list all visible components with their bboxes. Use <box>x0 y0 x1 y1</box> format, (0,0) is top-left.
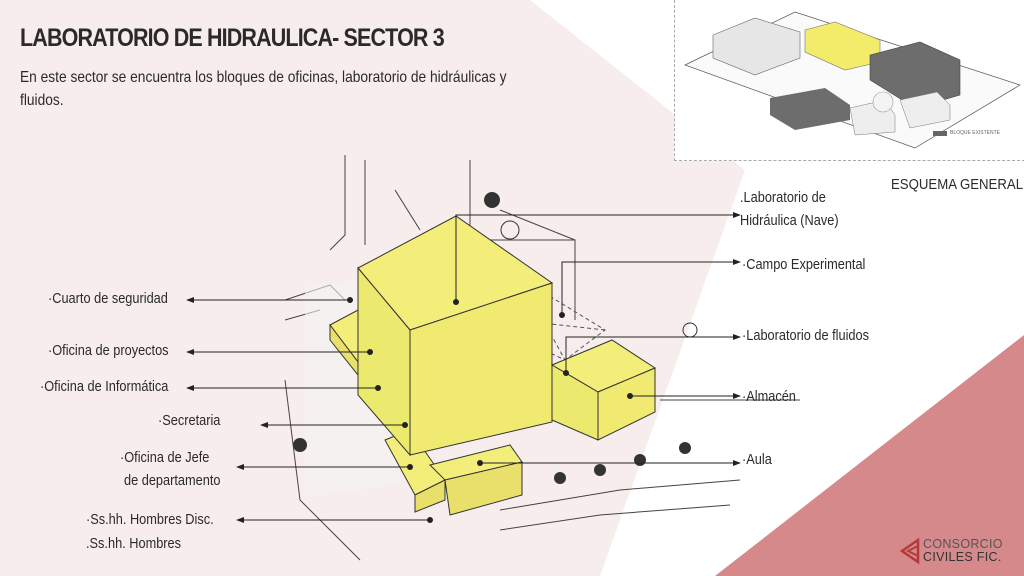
schema-legend: BLOQUE EXISTENTE <box>933 130 1000 136</box>
logo-mark-icon <box>899 538 920 564</box>
legend-label: BLOQUE EXISTENTE <box>950 130 1001 136</box>
label-oficina-jefe-line1: ·Oficina de Jefe <box>120 450 210 466</box>
logo-text-line2: CIVILES FIC. <box>923 550 1002 564</box>
label-sshh-hombres: .Ss.hh. Hombres <box>86 536 182 552</box>
label-almacen: ·Almacén <box>742 389 796 405</box>
schema-caption: ESQUEMA GENERAL <box>891 176 1024 193</box>
campus-isometric-sketch <box>684 11 1021 149</box>
label-campo-experimental: ·Campo Experimental <box>742 257 866 273</box>
label-aula: ·Aula <box>742 452 772 468</box>
label-laboratorio-hidraulica-line2: Hidráulica (Nave) <box>740 213 839 229</box>
label-cuarto-seguridad: ·Cuarto de seguridad <box>48 291 168 307</box>
arrowheads <box>186 212 741 523</box>
page-description: En este sector se encuentra los bloques … <box>20 69 507 109</box>
label-oficina-informatica: ·Oficina de Informática <box>40 379 169 395</box>
label-sshh-disc: ·Ss.hh. Hombres Disc. <box>86 512 214 528</box>
label-laboratorio-fluidos: ·Laboratorio de fluidos <box>742 328 869 344</box>
label-secretaria: ·Secretaria <box>158 413 221 429</box>
general-schema-image: BLOQUE EXISTENTE <box>674 0 1024 161</box>
label-oficina-proyectos: ·Oficina de proyectos <box>48 343 169 359</box>
logo-text-line1: CONSORCIO <box>923 537 1003 551</box>
consorcio-logo: CONSORCIO CIVILES FIC. <box>898 538 1003 564</box>
page-title: LABORATORIO DE HIDRAULICA- SECTOR 3 <box>20 24 445 52</box>
label-laboratorio-hidraulica-line1: .Laboratorio de <box>740 190 826 206</box>
label-oficina-jefe-line2: de departamento <box>124 473 221 489</box>
leader-lines <box>192 214 735 521</box>
legend-swatch <box>933 130 947 136</box>
yellow-blocks <box>329 215 657 516</box>
trees <box>293 192 698 484</box>
